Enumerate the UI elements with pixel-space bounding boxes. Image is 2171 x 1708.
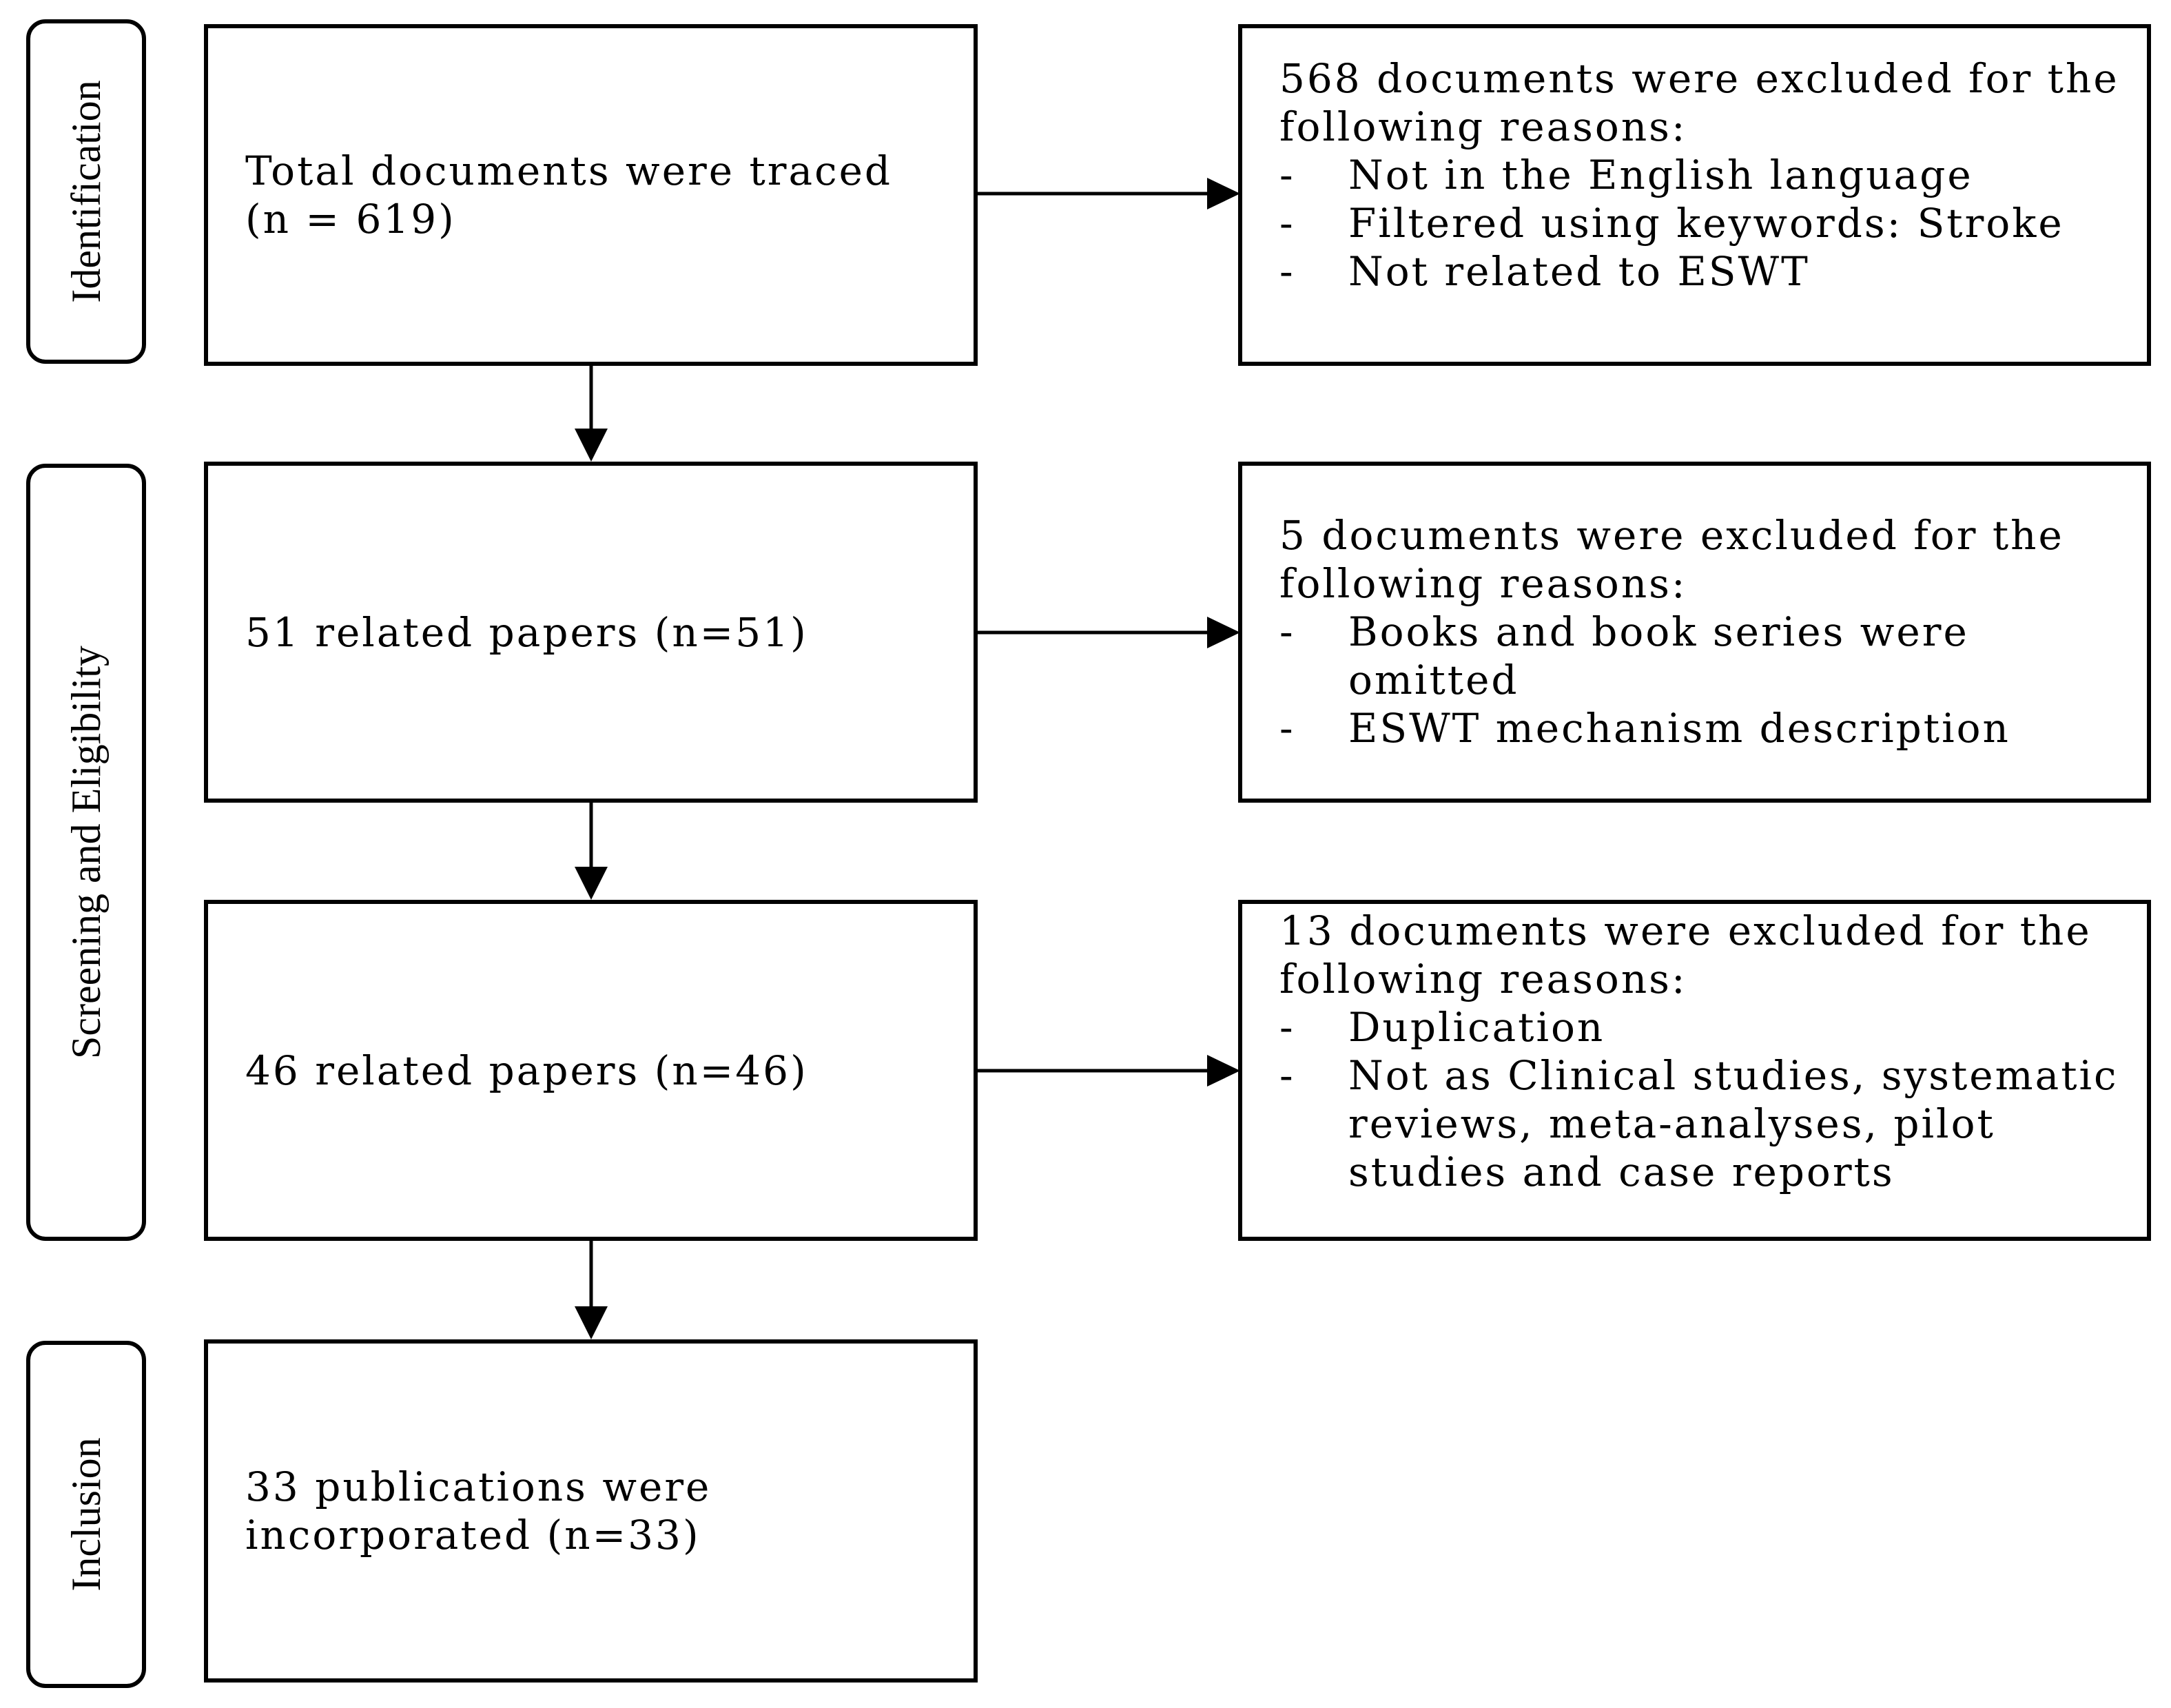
arrowhead-51-to-excl2: [1207, 617, 1240, 648]
exclusion-reason: -Filtered using keywords: Stroke: [1279, 200, 2064, 247]
exclusion-568-intro: 568 documents were excluded for the foll…: [1279, 55, 2119, 150]
arrowhead-total-to-excl1: [1207, 178, 1240, 209]
box-51-related-papers: 51 related papers (n=51): [204, 462, 978, 803]
phase-identification-label: Identification: [63, 80, 109, 303]
arrowhead-46-to-33: [575, 1306, 608, 1339]
bullet-dash: -: [1279, 200, 1295, 247]
exclusion-5-reasons: -Books and book series were omitted -ESW…: [1279, 608, 2126, 752]
bullet-dash: -: [1279, 705, 1295, 752]
arrowhead-total-to-51: [575, 429, 608, 462]
phase-inclusion: Inclusion: [26, 1341, 146, 1688]
box-exclusion-568: 568 documents were excluded for the foll…: [1238, 24, 2151, 366]
box-exclusion-5: 5 documents were excluded for the follow…: [1238, 462, 2151, 803]
box-51-related-papers-text: 51 related papers (n=51): [245, 608, 808, 656]
phase-screening: Screening and Eligibility: [26, 464, 146, 1241]
bullet-dash: -: [1279, 1004, 1295, 1051]
bullet-dash: -: [1279, 1052, 1295, 1099]
exclusion-568-reasons: -Not in the English language -Filtered u…: [1279, 151, 2126, 296]
bullet-dash: -: [1279, 608, 1295, 655]
exclusion-reason: -Books and book series were omitted: [1279, 608, 1969, 703]
exclusion-5-intro: 5 documents were excluded for the follow…: [1279, 512, 2064, 607]
exclusion-reason: -Not related to ESWT: [1279, 248, 1810, 295]
exclusion-13-reasons: -Duplication -Not as Clinical studies, s…: [1279, 1003, 2126, 1196]
box-46-related-papers: 46 related papers (n=46): [204, 900, 978, 1241]
box-33-publications: 33 publications were incorporated (n=33): [204, 1339, 978, 1683]
box-total-documents-text: Total documents were traced (n = 619): [245, 147, 893, 243]
phase-inclusion-label: Inclusion: [63, 1437, 109, 1592]
arrowhead-46-to-excl3: [1207, 1055, 1240, 1087]
box-total-documents: Total documents were traced (n = 619): [204, 24, 978, 366]
box-33-publications-text: 33 publications were incorporated (n=33): [245, 1463, 712, 1558]
arrowhead-51-to-46: [575, 867, 608, 900]
bullet-dash: -: [1279, 152, 1295, 198]
box-46-related-papers-text: 46 related papers (n=46): [245, 1047, 808, 1094]
exclusion-reason: -Not as Clinical studies, systematic rev…: [1279, 1052, 2119, 1195]
bullet-dash: -: [1279, 248, 1295, 295]
exclusion-reason: -ESWT mechanism description: [1279, 705, 2010, 752]
box-exclusion-13: 13 documents were excluded for the follo…: [1238, 900, 2151, 1241]
exclusion-13-intro: 13 documents were excluded for the follo…: [1279, 907, 2092, 1002]
exclusion-reason: -Duplication: [1279, 1004, 1605, 1051]
phase-screening-label: Screening and Eligibility: [63, 646, 109, 1059]
exclusion-reason: -Not in the English language: [1279, 152, 1973, 198]
phase-identification: Identification: [26, 19, 146, 364]
